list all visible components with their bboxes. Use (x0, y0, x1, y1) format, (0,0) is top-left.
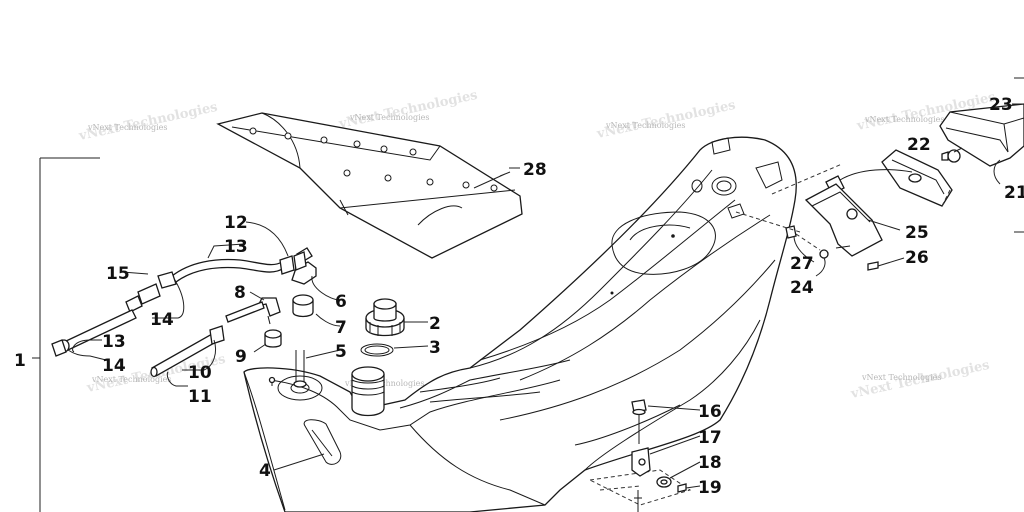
callout-9: 9 (235, 347, 247, 367)
callout-24: 24 (790, 278, 814, 298)
callout-22: 22 (907, 135, 931, 155)
fuel-tank (243, 136, 797, 512)
callout-2: 2 (429, 314, 441, 334)
callout-6: 6 (335, 292, 347, 312)
callout-10: 10 (188, 363, 212, 383)
callout-15: 15 (106, 264, 130, 284)
callout-3: 3 (429, 338, 441, 358)
callout-26: 26 (905, 248, 929, 268)
callout-labels: 1 2 3 4 5 6 7 8 9 10 11 12 13 13 14 14 1… (14, 95, 1024, 498)
callout-16: 16 (698, 402, 722, 422)
callout-18: 18 (698, 453, 722, 473)
callout-4: 4 (259, 461, 271, 481)
callout-11: 11 (188, 387, 212, 407)
callout-8: 8 (234, 283, 246, 303)
heat-shield (216, 112, 523, 259)
lower-mount-hardware (631, 399, 687, 512)
callout-25: 25 (905, 223, 929, 243)
leader-lines (67, 77, 1024, 489)
watermark-faint: vNext Technologies (595, 98, 737, 142)
watermark: vNext Technologies (864, 115, 944, 124)
callout-28: 28 (523, 160, 547, 180)
callout-12: 12 (224, 213, 248, 233)
watermark-faint: vNext Technologies (77, 100, 219, 144)
assembly-bracket (32, 157, 100, 512)
watermark-faint: vNext Technologies (337, 88, 479, 132)
cap-gasket (360, 343, 394, 357)
callout-19: 19 (698, 478, 722, 498)
callout-17: 17 (698, 428, 722, 448)
taillight-assembly (735, 103, 1024, 271)
watermark: vNext Technologies (349, 113, 429, 122)
callout-21: 21 (1004, 183, 1024, 203)
callout-14: 14 (150, 310, 174, 330)
filler-neck (351, 366, 385, 417)
callout-5: 5 (335, 342, 347, 362)
watermark: vNext Technologies (87, 123, 167, 132)
watermark: vNext Technologies (861, 373, 941, 382)
fuel-cap (365, 298, 405, 337)
watermark: vNext Technologies (605, 121, 685, 130)
callout-23: 23 (989, 95, 1013, 115)
cap-gasket-inner (364, 345, 390, 355)
callout-13: 13 (224, 237, 248, 257)
watermark: vNext Technologies (91, 375, 171, 384)
callout-13: 13 (102, 332, 126, 352)
callout-1: 1 (14, 351, 26, 371)
callout-7: 7 (335, 318, 347, 338)
callout-14: 14 (102, 356, 126, 376)
callout-27: 27 (790, 254, 814, 274)
fuel-lines (51, 251, 307, 378)
